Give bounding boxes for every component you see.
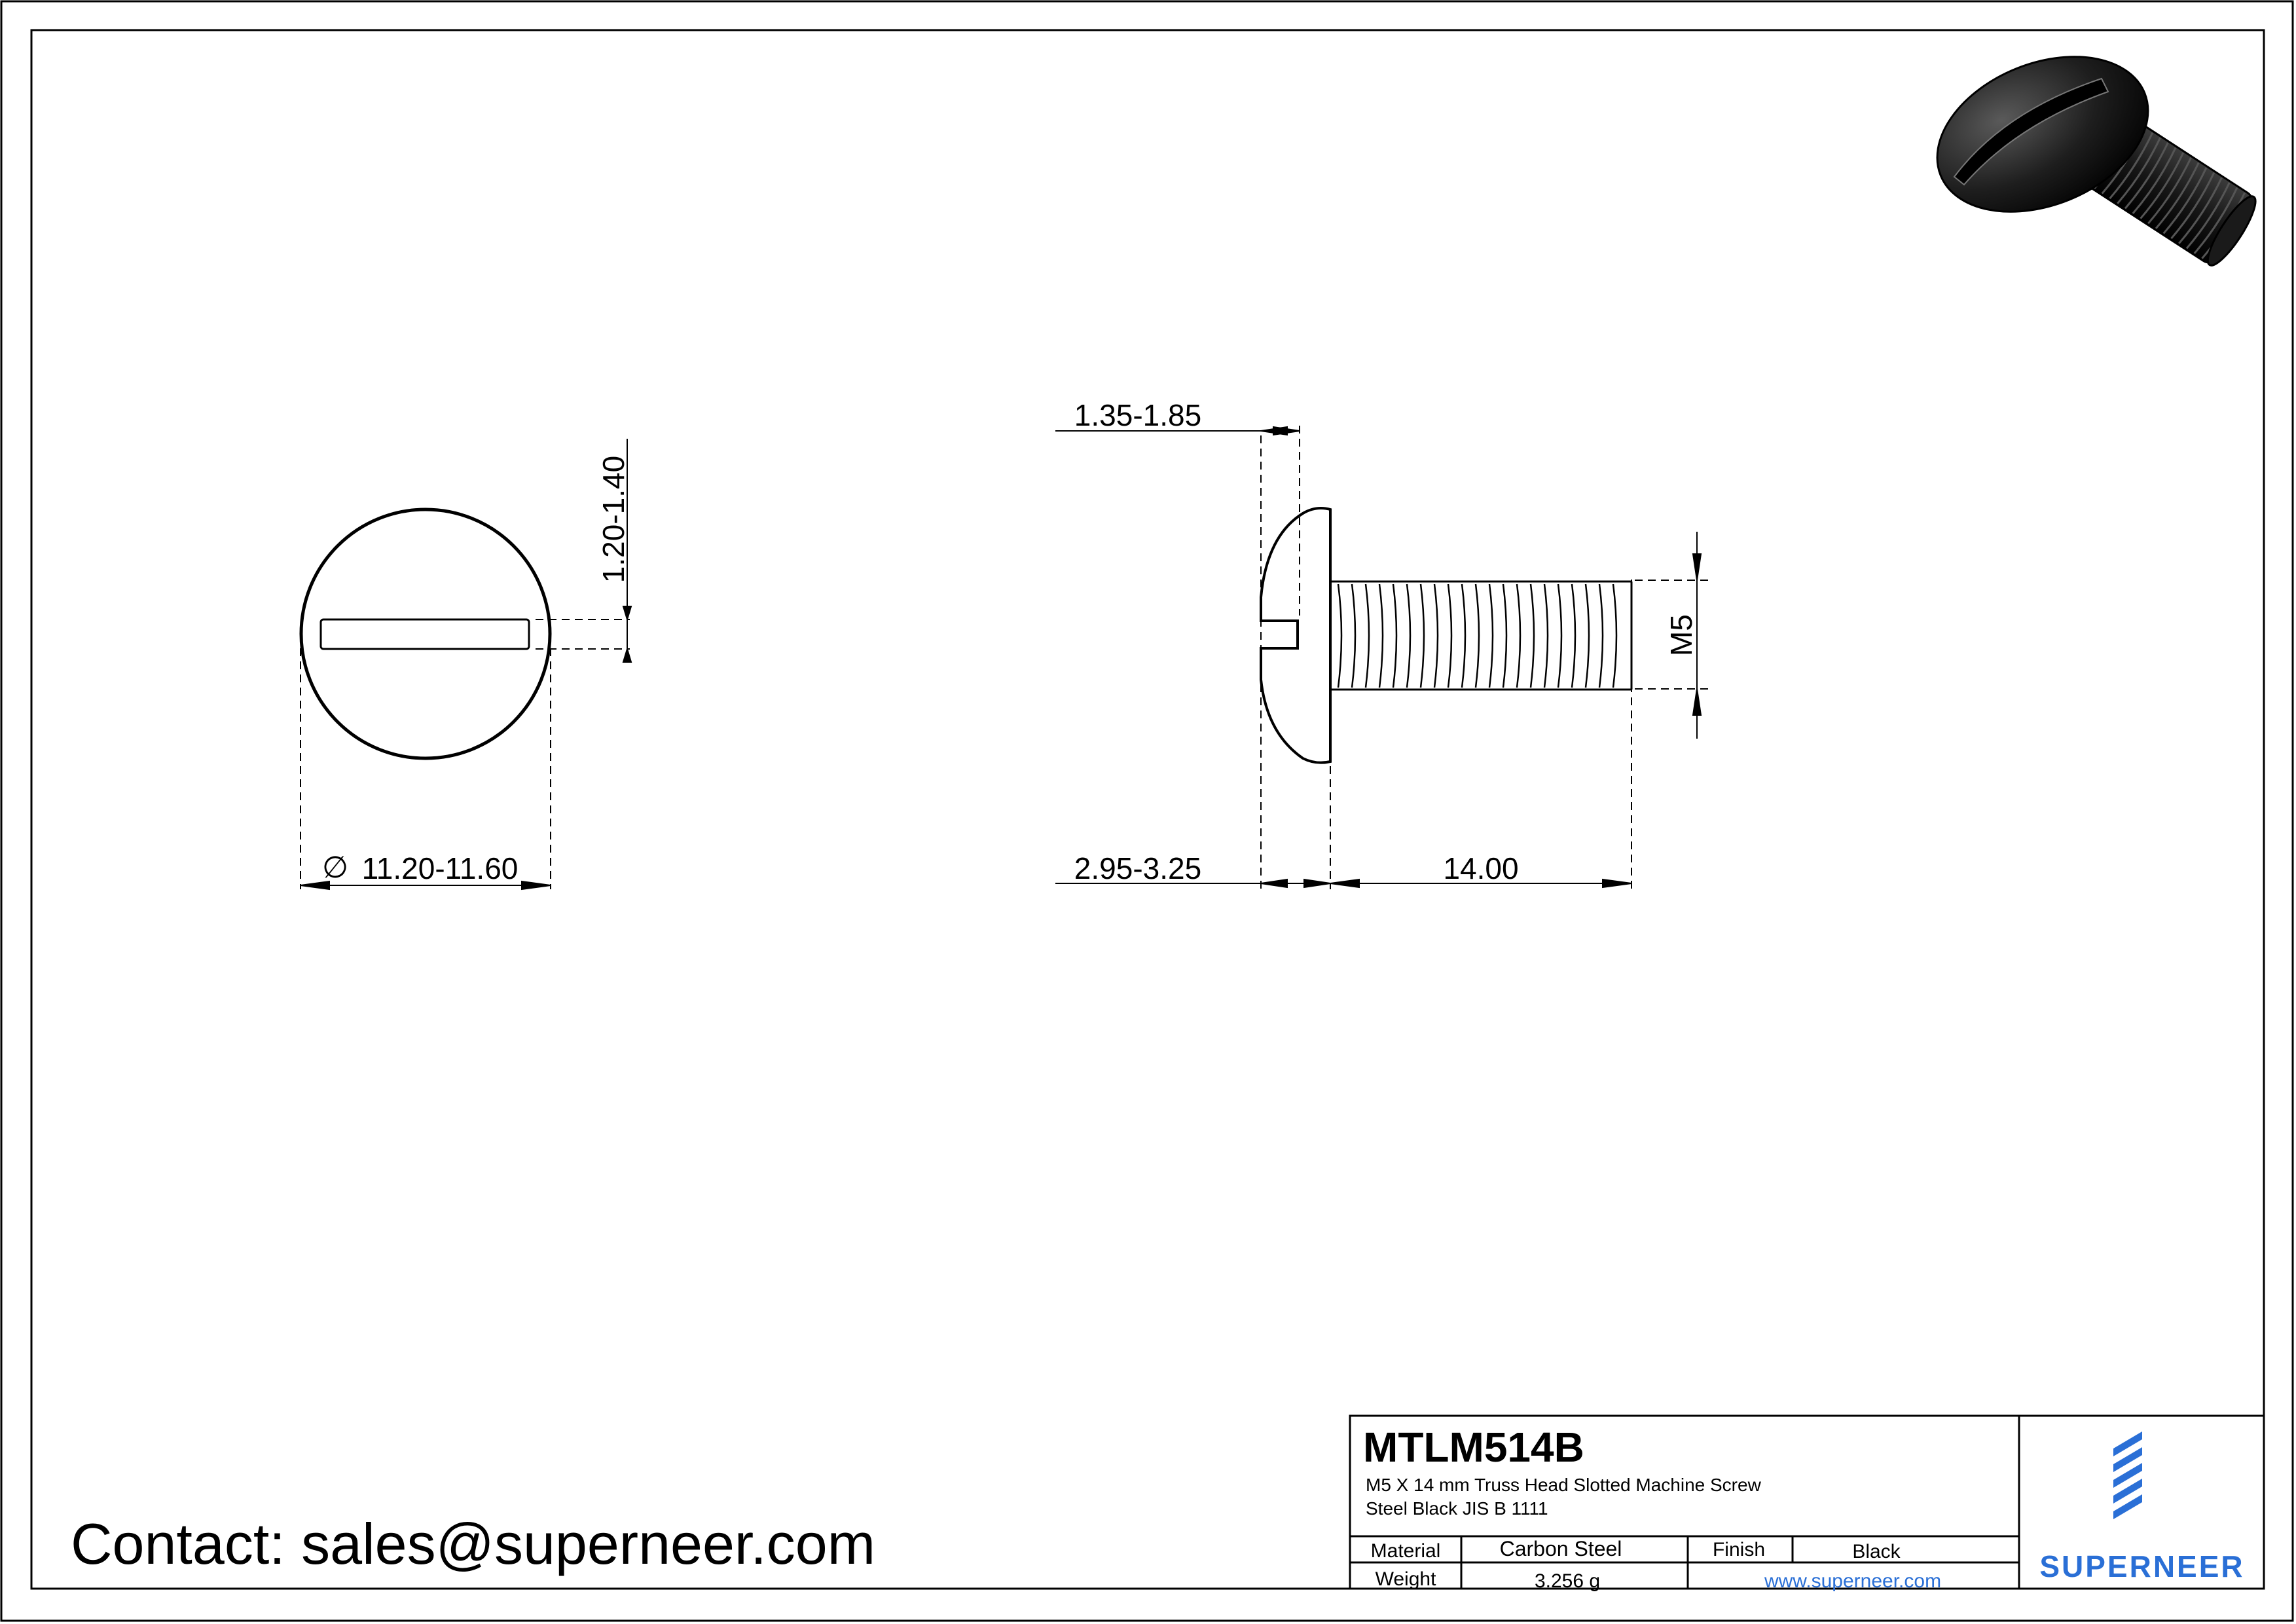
iso-thread (2155, 162, 2200, 229)
slot-depth-label: 1.35-1.85 (1074, 398, 1201, 432)
screw-side-view: 1.35-1.85 2.95-3.25 14.00 M5 (1055, 398, 1709, 889)
description-line1: M5 X 14 mm Truss Head Slotted Machine Sc… (1366, 1475, 1762, 1495)
iso-thread (2193, 187, 2238, 255)
thread-crest (1461, 583, 1467, 688)
thread-crest (1502, 583, 1508, 688)
thread-crest (1419, 583, 1425, 688)
thread-crest (1351, 583, 1357, 688)
thread-crest (1378, 583, 1384, 688)
length-dimension (1330, 878, 1632, 889)
thread-crest (1571, 583, 1576, 688)
thread-crest (1529, 583, 1535, 688)
thread-crest (1433, 583, 1439, 688)
thread-crest (1488, 583, 1494, 688)
slot-depth-dimension (1055, 426, 1300, 436)
part-number: MTLM514B (1363, 1424, 1584, 1471)
material-value: Carbon Steel (1500, 1537, 1622, 1560)
iso-thread (2185, 182, 2231, 249)
material-label: Material (1371, 1540, 1441, 1562)
finish-value: Black (1852, 1541, 1901, 1562)
thread-crest (1598, 583, 1604, 688)
head-profile (1260, 507, 1332, 764)
iso-thread (2124, 142, 2169, 210)
iso-thread (2109, 132, 2154, 200)
side-extension-lines (1260, 426, 1709, 889)
iso-thread (2162, 167, 2208, 234)
head-top-view: 1.20-1.40 ∅ 11.20-11.60 (299, 439, 632, 891)
thread-crest (1447, 583, 1453, 688)
iso-thread (2170, 172, 2215, 240)
iso-thread (2140, 152, 2185, 219)
thread-label: M5 (1664, 614, 1698, 656)
thread-crest (1392, 583, 1398, 688)
thread-crest (1612, 583, 1618, 688)
slot-outline (319, 618, 530, 650)
iso-thread (2132, 147, 2177, 215)
length-label: 14.00 (1443, 851, 1518, 885)
head-diameter-dimension (300, 880, 551, 891)
iso-thread (2178, 177, 2223, 244)
finish-label: Finish (1713, 1539, 1765, 1560)
head-outline (299, 507, 552, 760)
iso-thread (2117, 137, 2161, 204)
thread-crest (1543, 583, 1549, 688)
diameter-symbol: ∅ (322, 850, 348, 884)
thread-dimension (1692, 532, 1702, 739)
thread-lines (1337, 583, 1618, 688)
shaft-outline (1330, 580, 1633, 691)
slot-width-label: 1.20-1.40 (596, 456, 630, 583)
head-height-dimension (1055, 878, 1331, 889)
contact-text[interactable]: Contact: sales@superneer.com (71, 1511, 875, 1576)
head-height-label: 2.95-3.25 (1074, 851, 1201, 885)
thread-crest (1584, 583, 1590, 688)
description-line2: Steel Black JIS B 1111 (1366, 1498, 1548, 1519)
extension-lines (300, 619, 630, 889)
weight-value: 3.256 g (1535, 1570, 1600, 1592)
thread-crest (1364, 583, 1370, 688)
thread-crest (1474, 583, 1480, 688)
screw-3d-preview (1936, 56, 2257, 267)
thread-crest (1406, 583, 1412, 688)
brand-name: SUPERNEER (2039, 1549, 2244, 1583)
thread-crest (1337, 583, 1343, 688)
head-diameter-label: 11.20-11.60 (362, 851, 519, 885)
slot-width-dimension (622, 439, 632, 663)
weight-label: Weight (1376, 1568, 1436, 1590)
title-block: MTLM514B M5 X 14 mm Truss Head Slotted M… (1349, 1414, 2265, 1592)
iso-thread (2147, 157, 2192, 225)
thread-crest (1557, 583, 1563, 688)
thread-crest (1516, 583, 1522, 688)
superneer-logo-icon (2113, 1431, 2142, 1519)
website-link[interactable]: www.superneer.com (1764, 1570, 1941, 1592)
